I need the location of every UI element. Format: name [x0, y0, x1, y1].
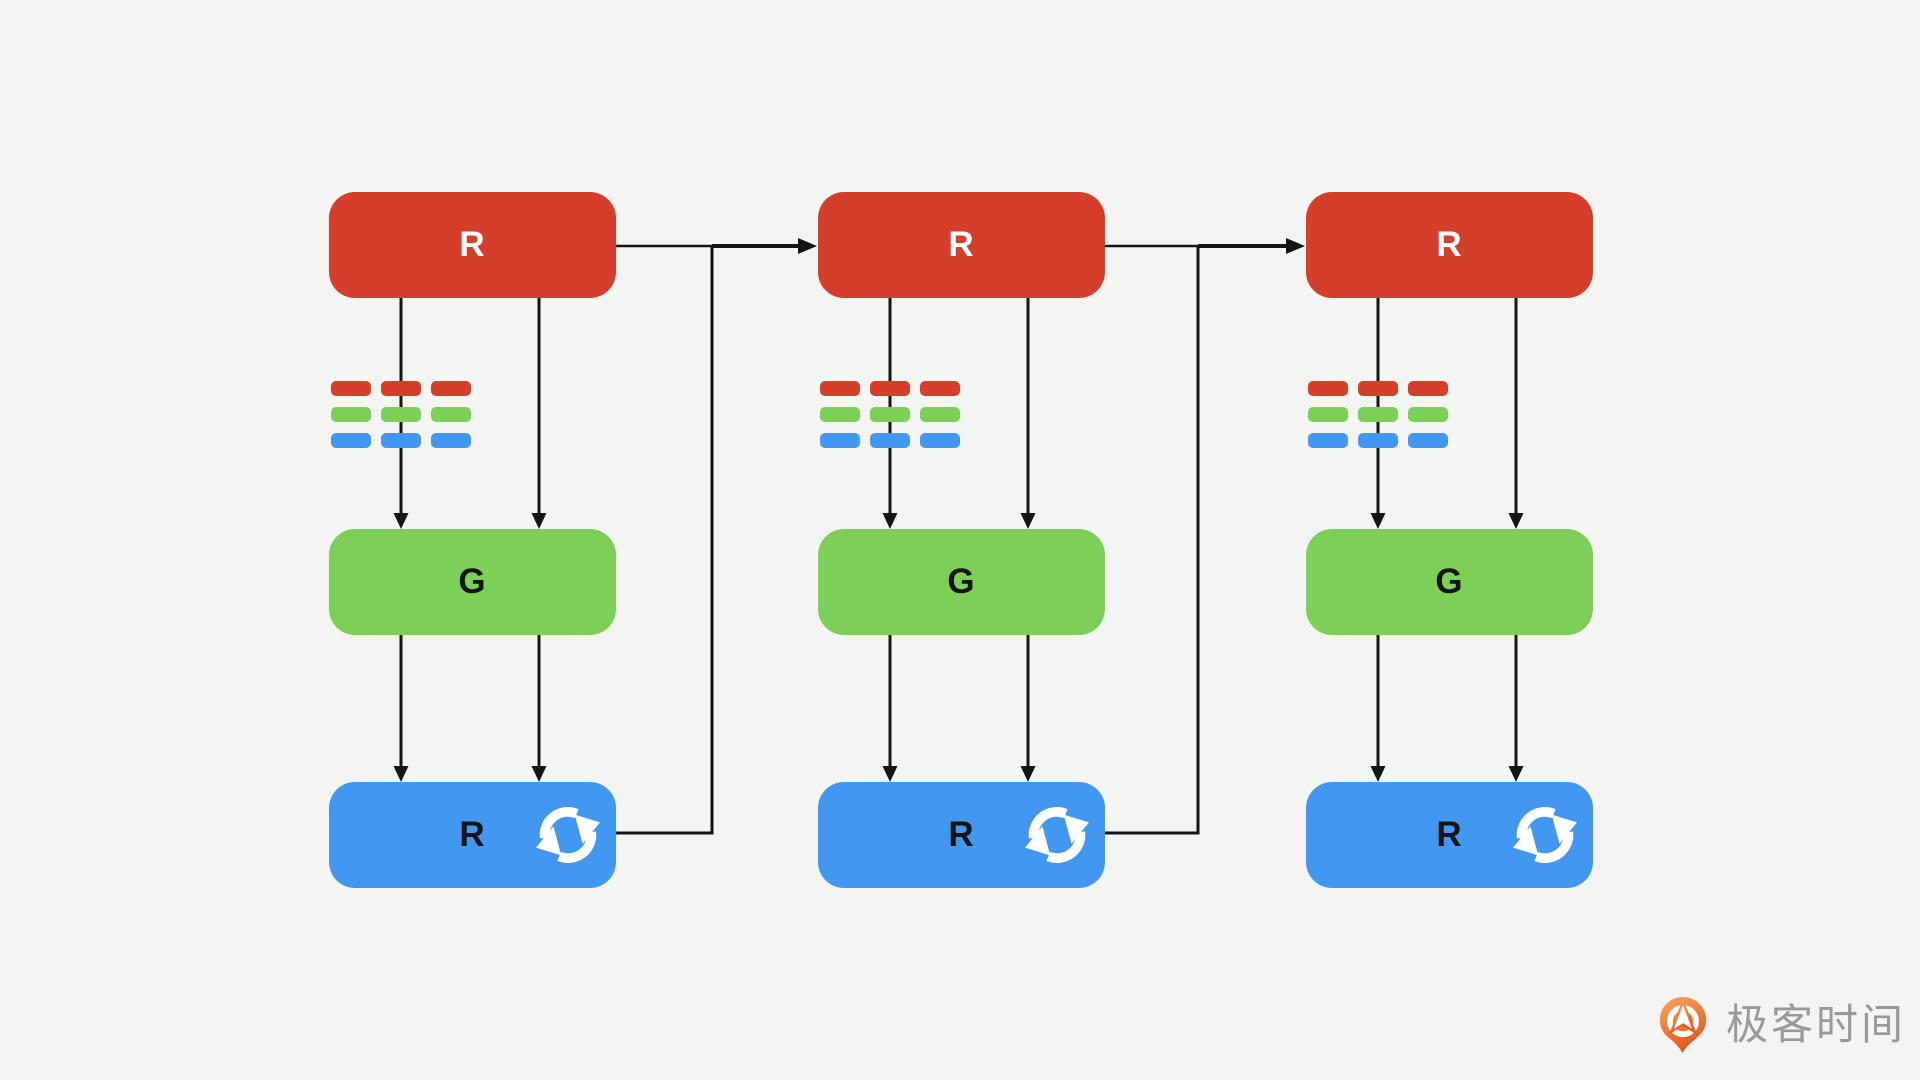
node-r-bottom-2: R — [818, 782, 1105, 888]
node-g-mid-1: G — [329, 529, 616, 635]
green-dash-row — [1308, 407, 1448, 422]
rgb-dash-grid-3 — [1308, 381, 1448, 448]
geektime-pin-icon — [1659, 996, 1707, 1054]
node-label: R — [1436, 815, 1463, 854]
green-dash — [1308, 407, 1348, 422]
arrow-col1-to-col2 — [616, 238, 817, 835]
node-label: G — [1435, 562, 1464, 601]
red-dash — [1358, 381, 1398, 396]
green-dash — [431, 407, 471, 422]
red-dash-row — [820, 381, 960, 396]
node-label: G — [458, 562, 487, 601]
sync-icon — [1024, 807, 1090, 863]
rgb-dash-grid-1 — [331, 381, 471, 448]
blue-dash-row — [820, 433, 960, 448]
green-dash-row — [820, 407, 960, 422]
green-dash — [870, 407, 910, 422]
node-r-top-1: R — [329, 192, 616, 298]
blue-dash — [920, 433, 960, 448]
node-r-top-2: R — [818, 192, 1105, 298]
green-dash — [1408, 407, 1448, 422]
green-dash-row — [331, 407, 471, 422]
blue-dash — [820, 433, 860, 448]
red-dash — [1408, 381, 1448, 396]
node-label: R — [1436, 225, 1463, 264]
blue-dash-row — [331, 433, 471, 448]
node-r-bottom-3: R — [1306, 782, 1593, 888]
blue-dash-row — [1308, 433, 1448, 448]
green-dash — [920, 407, 960, 422]
blue-dash — [1308, 433, 1348, 448]
blue-dash — [331, 433, 371, 448]
node-r-bottom-1: R — [329, 782, 616, 888]
node-g-mid-3: G — [1306, 529, 1593, 635]
red-dash — [431, 381, 471, 396]
green-dash — [331, 407, 371, 422]
red-dash — [1308, 381, 1348, 396]
arrow-col2-to-col3 — [1105, 238, 1305, 835]
arrows-col3-internal — [1376, 298, 1518, 767]
blue-dash — [870, 433, 910, 448]
arrowheads-col3-internal — [1370, 513, 1524, 782]
red-dash — [381, 381, 421, 396]
arrows-col2-internal — [888, 298, 1030, 767]
node-r-top-3: R — [1306, 192, 1593, 298]
arrowheads-col2-internal — [882, 513, 1036, 782]
red-dash — [820, 381, 860, 396]
node-label: R — [948, 815, 975, 854]
node-label: G — [947, 562, 976, 601]
blue-dash — [431, 433, 471, 448]
geektime-logo-text: 极客时间 — [1726, 1001, 1907, 1048]
green-dash — [1358, 407, 1398, 422]
node-label: R — [459, 225, 486, 264]
geektime-logo: 极客时间 — [1654, 995, 1906, 1055]
blue-dash — [1358, 433, 1398, 448]
red-dash-row — [331, 381, 471, 396]
rgb-dash-grid-2 — [820, 381, 960, 448]
arrowheads-col1-internal — [393, 513, 547, 782]
red-dash — [920, 381, 960, 396]
green-dash — [381, 407, 421, 422]
blue-dash — [381, 433, 421, 448]
red-dash-row — [1308, 381, 1448, 396]
node-g-mid-2: G — [818, 529, 1105, 635]
sync-icon — [535, 807, 601, 863]
arrows-col1-internal — [399, 298, 541, 767]
green-dash — [820, 407, 860, 422]
node-label: R — [948, 225, 975, 264]
red-dash — [331, 381, 371, 396]
sync-icon — [1512, 807, 1578, 863]
blue-dash — [1408, 433, 1448, 448]
node-label: R — [459, 815, 486, 854]
red-dash — [870, 381, 910, 396]
